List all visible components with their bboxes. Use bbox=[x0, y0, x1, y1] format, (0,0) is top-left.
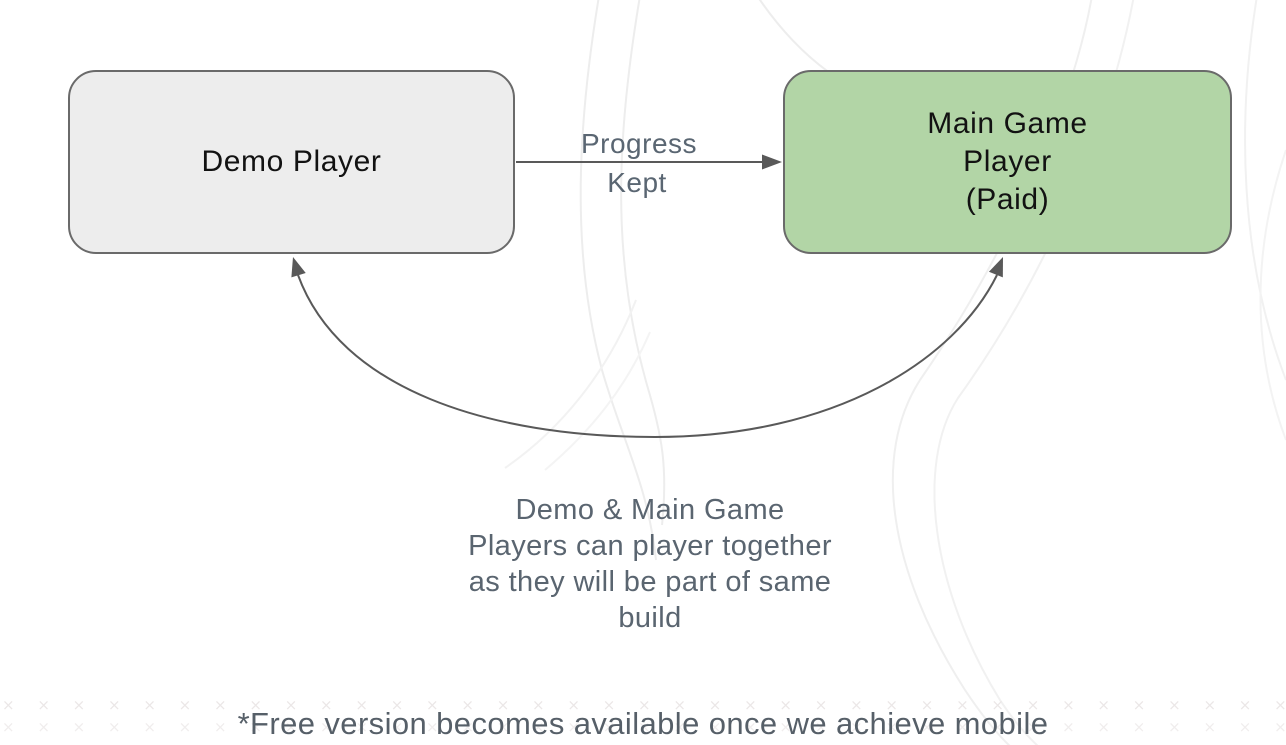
x-pattern-row: × × × × × × × × × × × × × × × × × × × × … bbox=[2, 718, 1286, 736]
node-demo-player-label: Demo Player bbox=[201, 145, 382, 178]
node-main-line-3: (Paid) bbox=[965, 183, 1050, 216]
arrowhead-right-icon bbox=[762, 154, 782, 170]
coop-caption-line-1: Demo & Main Game bbox=[515, 494, 785, 526]
x-pattern-row: × × × × × × × × × × × × × × × × × × × × … bbox=[2, 740, 1286, 745]
coop-caption: Demo & Main Game Players can player toge… bbox=[350, 492, 950, 636]
node-demo-player: Demo Player bbox=[68, 70, 515, 254]
arrowhead-up-right-icon bbox=[988, 257, 1003, 278]
footnote-free-version: *Free version becomes available once we … bbox=[237, 706, 1049, 741]
node-main-line-2: Player bbox=[963, 145, 1052, 178]
x-pattern-row: × × × × × × × × × × × × × × × × × × × × … bbox=[2, 696, 1286, 714]
coop-caption-line-4: build bbox=[618, 602, 682, 634]
node-main-game-player: Main Game Player (Paid) bbox=[783, 70, 1232, 254]
node-main-game-player-label: Main Game Player (Paid) bbox=[927, 105, 1087, 219]
node-main-line-1: Main Game bbox=[927, 107, 1088, 140]
arrowhead-up-left-icon bbox=[291, 257, 306, 278]
edge-label-kept: Kept bbox=[607, 167, 667, 198]
progress-kept-arrow bbox=[516, 154, 782, 170]
edge-label-progress: Progress bbox=[580, 128, 698, 159]
coop-caption-line-3: as they will be part of same bbox=[468, 566, 832, 598]
coop-curved-arrow bbox=[291, 257, 1003, 439]
coop-caption-line-2: Players can player together bbox=[468, 530, 832, 562]
